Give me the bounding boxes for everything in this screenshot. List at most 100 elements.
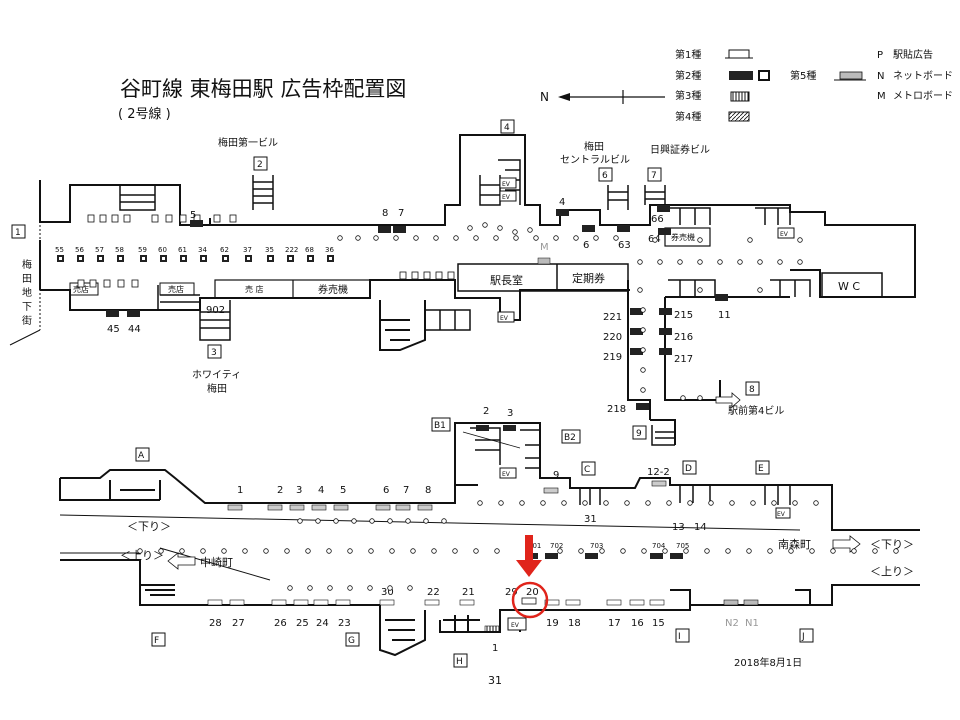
ad-number-215: 215 [674, 310, 693, 321]
pillar-dot [697, 259, 703, 265]
type2-ad-218 [636, 403, 649, 410]
type1-ad [424, 599, 440, 606]
pillar-dot [645, 500, 651, 506]
type2-ad-6 [582, 225, 595, 232]
pillar-dot [683, 548, 689, 554]
ad-number-11: 11 [718, 310, 731, 321]
type1-ad [629, 599, 645, 606]
type1-ad [213, 214, 221, 223]
commuter-pass-label: 定期券 [572, 271, 605, 285]
type2-ad-inner [224, 257, 227, 260]
exit-box-9: 9 [632, 425, 647, 440]
exit-box-B2: B2 [561, 429, 581, 444]
type5-ad [743, 599, 759, 606]
type1-ad [207, 599, 223, 606]
pillar-dot [441, 518, 447, 524]
ad-number-16: 16 [631, 618, 644, 629]
ad-number-24: 24 [316, 618, 329, 629]
pillar-dot [467, 225, 473, 231]
ad-number-59: 59 [138, 246, 147, 254]
pillar-dot [637, 287, 643, 293]
type5-ad [227, 504, 243, 511]
ekimae4-label: 駅前第4ビル [728, 404, 784, 417]
type2-ad-inner [162, 257, 165, 260]
type1-ad [447, 271, 455, 280]
type1-ad [77, 279, 85, 288]
white-umeda-label-1: ホワイティ [192, 369, 241, 381]
ticket-machine-label: 券売機 [318, 283, 348, 296]
type2-ad [585, 553, 598, 559]
pillar-dot [221, 548, 227, 554]
ad-number-36: 36 [325, 246, 334, 254]
umeda-central-label-1: 梅田 [584, 140, 604, 153]
type1-ad [335, 599, 351, 606]
type1-ad [87, 214, 95, 223]
ad-number-217: 217 [674, 354, 693, 365]
ad-number-216: 216 [674, 332, 693, 343]
pillar-dot [561, 500, 567, 506]
pillar-dot [477, 500, 483, 506]
exit-box-9-label: 9 [636, 429, 642, 439]
type5-ad [311, 504, 327, 511]
pillar-dot [326, 548, 332, 554]
type1-ad [423, 271, 431, 280]
pillar-dot [405, 518, 411, 524]
pillar-dot [677, 259, 683, 265]
pillar-dot [452, 548, 458, 554]
ad-number-705: 705 [676, 542, 689, 550]
pillar-dot [307, 585, 313, 591]
pillar-dot [573, 235, 579, 241]
pillar-dot [557, 548, 563, 554]
type2-ad-64 [658, 228, 671, 235]
ad-number-44: 44 [128, 324, 141, 335]
exit-box-8-label: 8 [749, 385, 755, 395]
kiosk-label-1: 売店 [73, 284, 89, 294]
exit-box-E-label: E [758, 464, 764, 474]
ad-number-45: 45 [107, 324, 120, 335]
north-arrow: N [540, 90, 665, 104]
exit-box-C-label: C [584, 465, 590, 475]
exit-box-C: C [581, 461, 596, 476]
pillar-dot [640, 347, 646, 353]
type2-ad-5 [190, 220, 203, 227]
type2-ad [545, 553, 558, 559]
ad-number-20: 20 [526, 587, 539, 598]
svg-text:メトロボード: メトロボード [893, 90, 953, 102]
pillar-dot [757, 259, 763, 265]
pillar-dot [652, 237, 658, 243]
ad-number-704: 704 [652, 542, 666, 550]
svg-text:N: N [877, 71, 884, 82]
pillar-dot [737, 259, 743, 265]
ad-number-6: 6 [583, 240, 589, 251]
date-label: 2018年8月1日 [734, 656, 802, 669]
pillar-dot [494, 548, 500, 554]
type2-ad-11 [715, 294, 728, 301]
ad-number-18: 18 [568, 618, 581, 629]
pillar-dot [637, 259, 643, 265]
type2-ad-inner [142, 257, 145, 260]
ad-number-17: 17 [608, 618, 621, 629]
pillar-dot [347, 585, 353, 591]
ad-number-28: 28 [209, 618, 222, 629]
exit-box-6: 6 [598, 167, 613, 182]
ad-number-8: 8 [425, 485, 431, 496]
page-number: 31 [488, 674, 502, 687]
svg-text:P: P [877, 50, 883, 61]
pillar-dot [872, 548, 878, 554]
exit-box-4-label: 4 [504, 123, 510, 133]
pillar-dot [599, 548, 605, 554]
type5-ad [651, 480, 667, 487]
ad-number-9: 9 [553, 470, 559, 481]
type1-ad [435, 271, 443, 280]
exit-box-I-label: I [678, 632, 681, 642]
umeda-central-label-2: セントラルビル [560, 154, 630, 166]
minamimorimachi-label: 南森町 [778, 537, 811, 551]
legend-code-m: M メトロボード [877, 90, 953, 102]
up-label-right: ＜上り＞ [870, 565, 914, 578]
type2-ad-45 [106, 310, 119, 317]
ad-number-701: 701 [528, 542, 541, 550]
ad-number-8: 8 [382, 208, 388, 219]
svg-text:EV: EV [502, 194, 511, 201]
exit-box-7-label: 7 [651, 171, 657, 181]
